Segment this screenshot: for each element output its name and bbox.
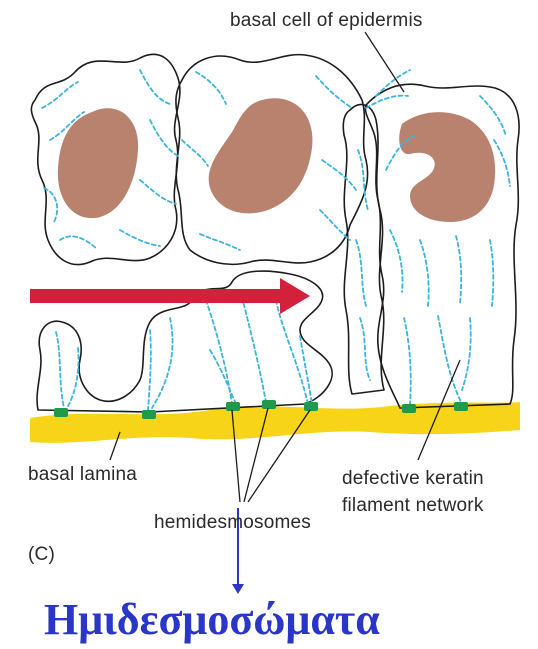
nuclei	[58, 98, 495, 222]
hemidesmosome	[454, 402, 468, 411]
greek-caption: Ημιδεσμοσώματα	[44, 595, 380, 644]
hemidesmosome	[226, 402, 240, 411]
nucleus-right	[399, 112, 495, 222]
label-basal-cell: basal cell of epidermis	[230, 10, 423, 31]
hemidesmosome	[402, 404, 416, 413]
label-defective-1: defective keratin	[342, 468, 484, 489]
hemidesmosome	[142, 410, 156, 419]
hemidesmosome	[304, 402, 318, 411]
red-arrow	[30, 278, 310, 314]
label-hemidesmosomes: hemidesmosomes	[154, 512, 311, 533]
hemidesmosome	[262, 400, 276, 409]
label-defective-2: filament network	[342, 495, 484, 516]
label-basal-lamina: basal lamina	[28, 464, 137, 485]
nucleus-middle	[209, 98, 313, 213]
hemidesmosome	[54, 408, 68, 417]
label-panel: (C)	[28, 544, 55, 565]
